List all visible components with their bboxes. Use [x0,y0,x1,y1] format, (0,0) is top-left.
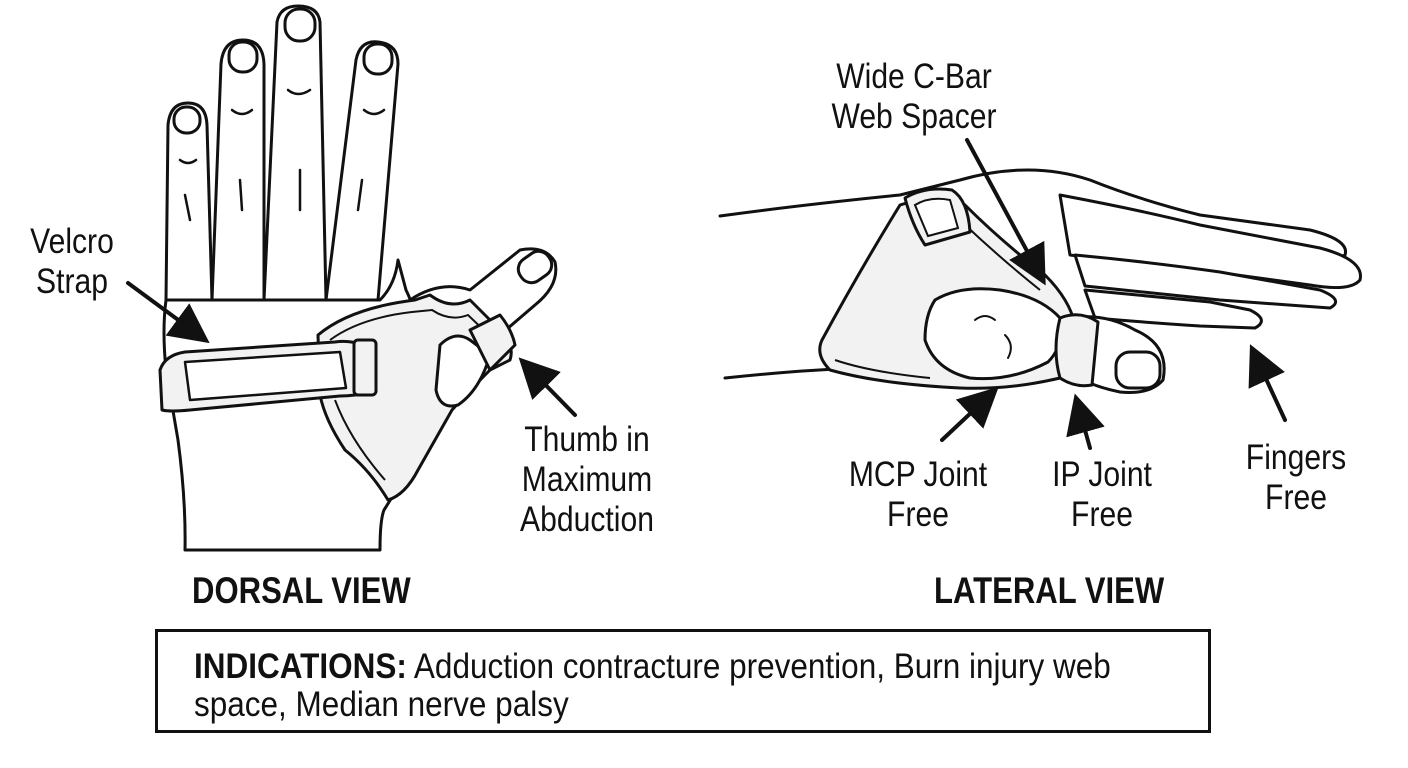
dorsal-strap-buckle [352,338,378,397]
label-velcro-strap-line2: Strap [36,262,108,301]
indications-text: INDICATIONS: Adduction contracture preve… [194,648,1166,724]
dorsal-creases [178,88,386,222]
dorsal-fingernails [172,7,394,135]
arrow-mcp-joint [940,386,999,442]
indications-body: Adduction contracture prevention, Burn i… [194,647,1111,724]
label-mcp-joint: MCP Joint Free [839,455,997,535]
arrow-fingers [1248,344,1287,422]
label-thumb-line3: Abduction [520,500,654,539]
arrow-c-bar [965,138,1046,286]
lateral-thumbnail [1114,350,1162,390]
label-c-bar: Wide C-Bar Web Spacer [823,57,1005,137]
lateral-fingers [1058,193,1362,330]
dorsal-thumb-opening [434,334,492,408]
label-mcp-line2: Free [887,495,949,534]
label-mcp-line1: MCP Joint [848,455,988,494]
label-fingers-free: Fingers Free [1238,438,1355,518]
indications-box: INDICATIONS: Adduction contracture preve… [155,629,1211,733]
label-c-bar-line2: Web Spacer [831,97,997,136]
dorsal-splint-inner-edge [329,308,493,481]
dorsal-thumb-cuff [468,313,517,372]
label-thumb-line2: Maximum [521,460,653,499]
dorsal-view-title: DORSAL VIEW [192,570,411,611]
pointer-arrows [126,138,1287,450]
lateral-thumb-cuff [1054,313,1100,388]
dorsal-thumbnail [516,249,554,285]
lateral-thumb-opening [923,287,1063,381]
indications-heading: INDICATIONS: [194,647,407,686]
label-ip-line2: Free [1071,495,1133,534]
label-fingers-line1: Fingers [1245,438,1347,477]
lateral-view-title: LATERAL VIEW [934,570,1165,611]
label-ip-line1: IP Joint [1052,455,1152,494]
label-ip-joint: IP Joint Free [1042,455,1162,535]
label-c-bar-line1: Wide C-Bar [836,57,992,96]
arrow-thumb-abduction [518,357,577,417]
label-velcro-strap-line1: Velcro [30,222,114,261]
label-thumb-abduction: Thumb in Maximum Abduction [505,420,668,540]
dorsal-velcro-strap-inner [183,350,348,402]
label-velcro-strap: Velcro Strap [26,222,119,302]
label-fingers-line2: Free [1265,478,1327,517]
arrow-ip-joint [1066,393,1105,450]
arrow-velcro-strap [126,281,210,344]
label-thumb-line1: Thumb in [524,420,650,459]
